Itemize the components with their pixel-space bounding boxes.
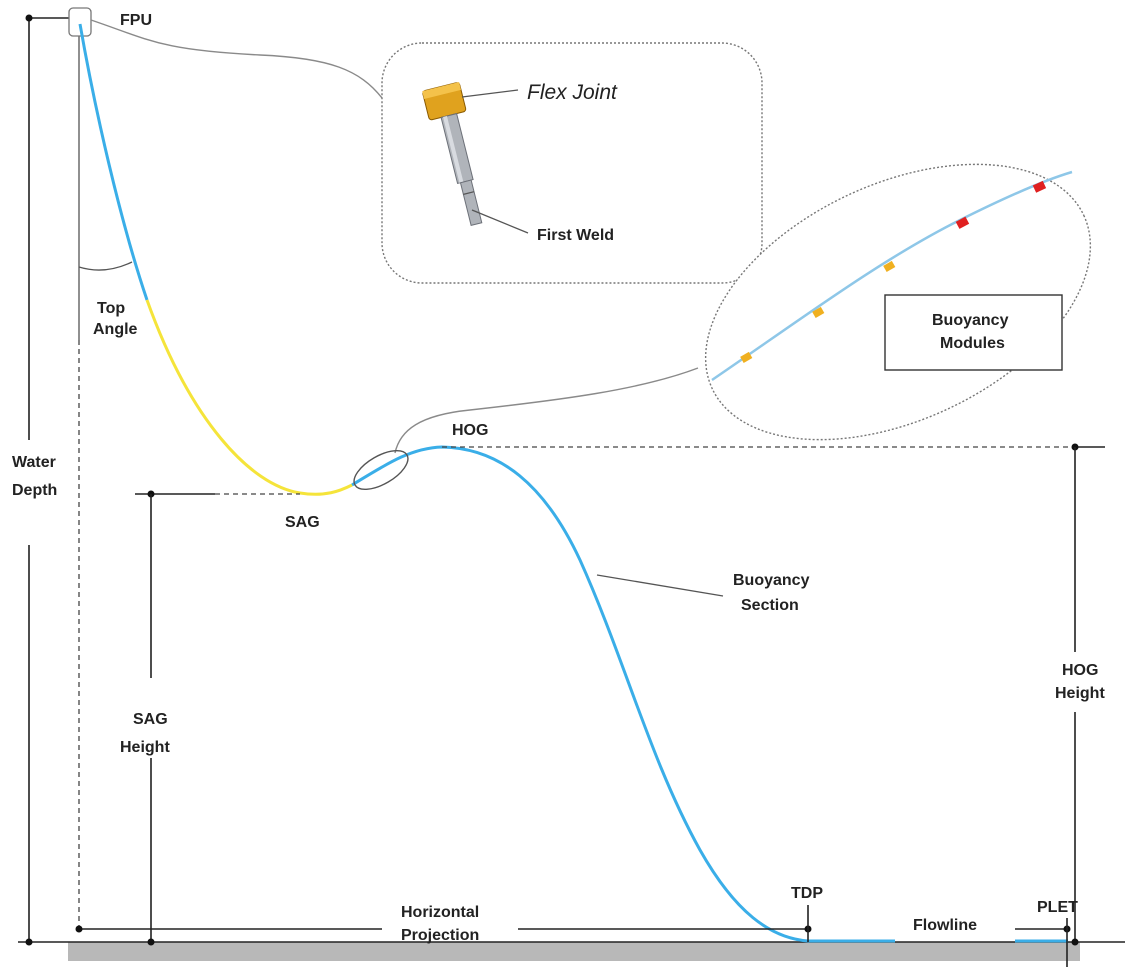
riser-upper-blue	[78, 23, 149, 301]
horizontal-projection-label-2: Projection	[401, 927, 479, 944]
first-weld-label: First Weld	[537, 227, 614, 244]
riser-catenary-yellow	[145, 299, 353, 496]
fpu-callout-leader	[90, 19, 383, 99]
fpu-box	[68, 7, 92, 37]
fpu-label: FPU	[120, 12, 152, 29]
seabed	[68, 942, 1080, 961]
hog-callout-leader	[394, 367, 699, 454]
flowline-label: Flowline	[913, 917, 977, 934]
buoyancy-section-label-2: Section	[741, 597, 799, 614]
flex-joint-label: Flex Joint	[527, 81, 618, 104]
sag-height-label-2: Height	[120, 739, 170, 756]
water-depth-label-2: Depth	[12, 482, 57, 499]
water-depth-label-1: Water	[12, 454, 56, 471]
buoyancy-modules-box	[884, 294, 1063, 371]
sag-height-label-1: SAG	[133, 711, 168, 728]
buoyancy-modules-label-1: Buoyancy	[932, 312, 1009, 329]
sag-label: SAG	[285, 514, 320, 531]
water-depth-dimension: Water Depth	[12, 14, 1125, 946]
hog-ellipse-marker	[353, 450, 409, 490]
flex-joint-icon	[422, 82, 483, 227]
top-angle-label-1: Top	[97, 300, 125, 317]
flex-joint-callout	[381, 42, 763, 284]
horizontal-projection-label-1: Horizontal	[401, 904, 479, 921]
buoyancy-section-leader	[596, 574, 724, 597]
top-angle-label-2: Angle	[93, 321, 138, 338]
tdp-label: TDP	[791, 885, 823, 902]
hog-height-label-2: Height	[1055, 685, 1105, 702]
top-angle-arc	[78, 261, 133, 271]
buoyancy-section-label-1: Buoyancy	[733, 572, 810, 589]
hog-height-label-1: HOG	[1062, 662, 1098, 679]
riser-buoyancy-section	[351, 445, 809, 943]
buoyancy-modules-label-2: Modules	[940, 335, 1005, 352]
hog-label: HOG	[452, 422, 488, 439]
plet-label: PLET	[1037, 899, 1078, 916]
flex-joint-leader	[461, 89, 519, 98]
first-weld-leader	[471, 209, 529, 234]
